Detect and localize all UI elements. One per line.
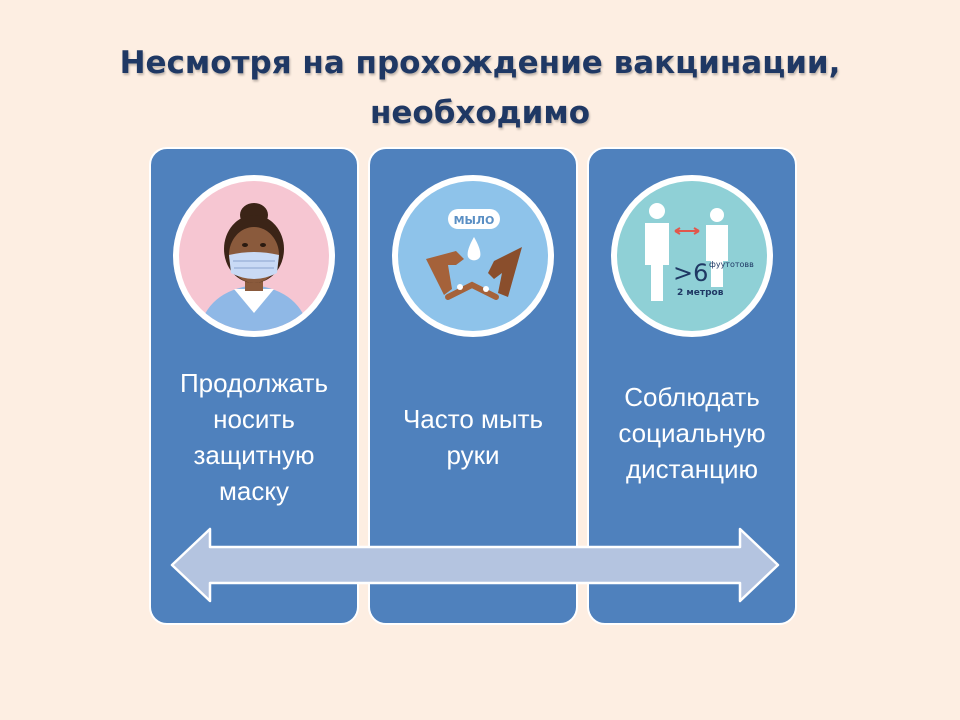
card-image-circle <box>173 175 335 337</box>
card-image-circle: МЫЛО <box>392 175 554 337</box>
card-caption: Часто мыть руки <box>370 401 576 473</box>
caption-line: Часто мыть <box>402 404 544 434</box>
caption-line: дистанцию <box>625 454 759 484</box>
card-caption: Соблюдать социальную дистанцию <box>589 379 795 487</box>
handwashing-icon: МЫЛО <box>398 181 548 331</box>
soap-badge-text: МЫЛО <box>454 214 495 227</box>
distance-unit: фуутотовв <box>709 260 754 269</box>
card-wear-mask: Продолжать носить защитную маску <box>149 147 359 625</box>
masked-person-icon <box>179 181 329 331</box>
caption-line: маску <box>218 476 289 506</box>
caption-line: носить <box>213 404 295 434</box>
card-image-circle: >6 фуутотовв 2 метров <box>611 175 773 337</box>
caption-line: Соблюдать <box>624 382 760 412</box>
caption-line: защитную <box>193 440 315 470</box>
card-wash-hands: МЫЛО Часто мыть руки <box>368 147 578 625</box>
slide-title: Несмотря на прохождение вакцинации, необ… <box>0 38 960 138</box>
distance-value: >6 <box>673 259 708 287</box>
caption-line: Продолжать <box>179 368 328 398</box>
caption-line: социальную <box>618 418 766 448</box>
card-social-distance: >6 фуутотовв 2 метров Соблюдать социальн… <box>587 147 797 625</box>
title-line-2: необходимо <box>369 95 591 131</box>
social-distance-icon: >6 фуутотовв 2 метров <box>617 181 767 331</box>
distance-meters: 2 метров <box>677 288 724 298</box>
title-line-1: Несмотря на прохождение вакцинации, <box>119 45 841 81</box>
card-caption: Продолжать носить защитную маску <box>151 365 357 509</box>
double-arrow-icon <box>170 527 780 603</box>
caption-line: руки <box>446 440 500 470</box>
